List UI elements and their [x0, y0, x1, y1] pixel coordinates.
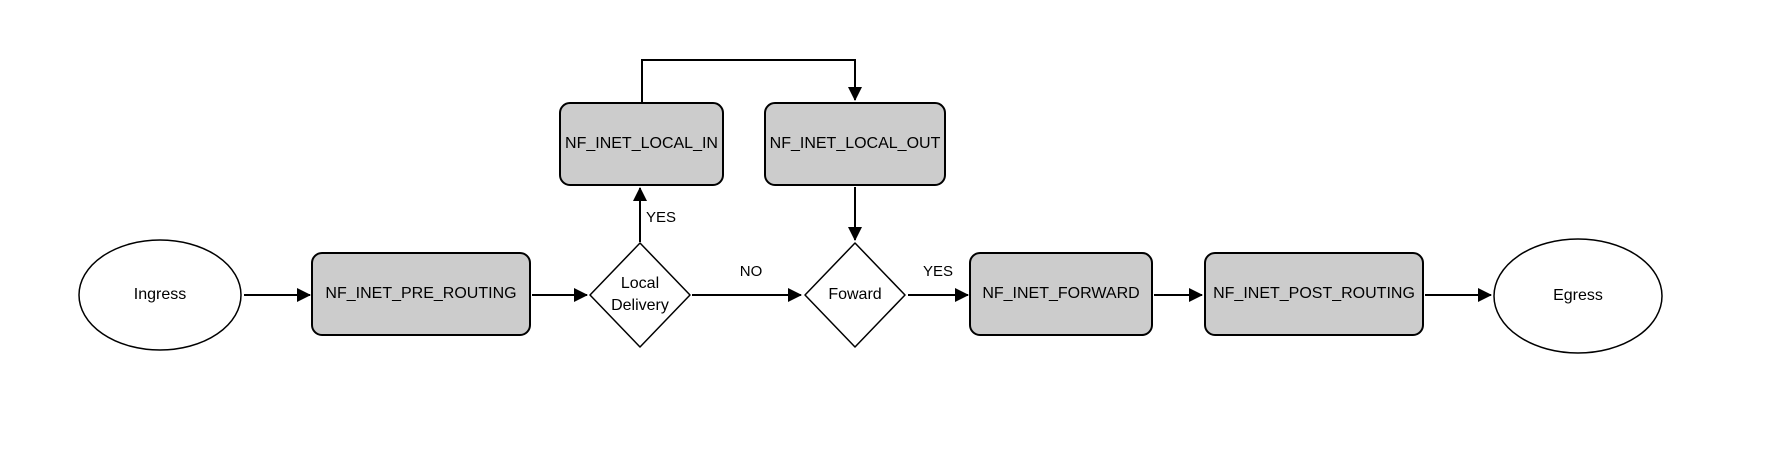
egress-node	[1493, 238, 1663, 354]
local-delivery-decision-node	[589, 242, 691, 348]
local-out-node	[764, 102, 946, 186]
post-routing-node	[1204, 252, 1424, 336]
ingress-node	[78, 239, 242, 351]
local-in-node	[559, 102, 724, 186]
forward-node	[969, 252, 1153, 336]
pre-routing-node	[311, 252, 531, 336]
edge-localin-to-localout	[641, 59, 862, 103]
foward-decision-node	[804, 242, 906, 348]
